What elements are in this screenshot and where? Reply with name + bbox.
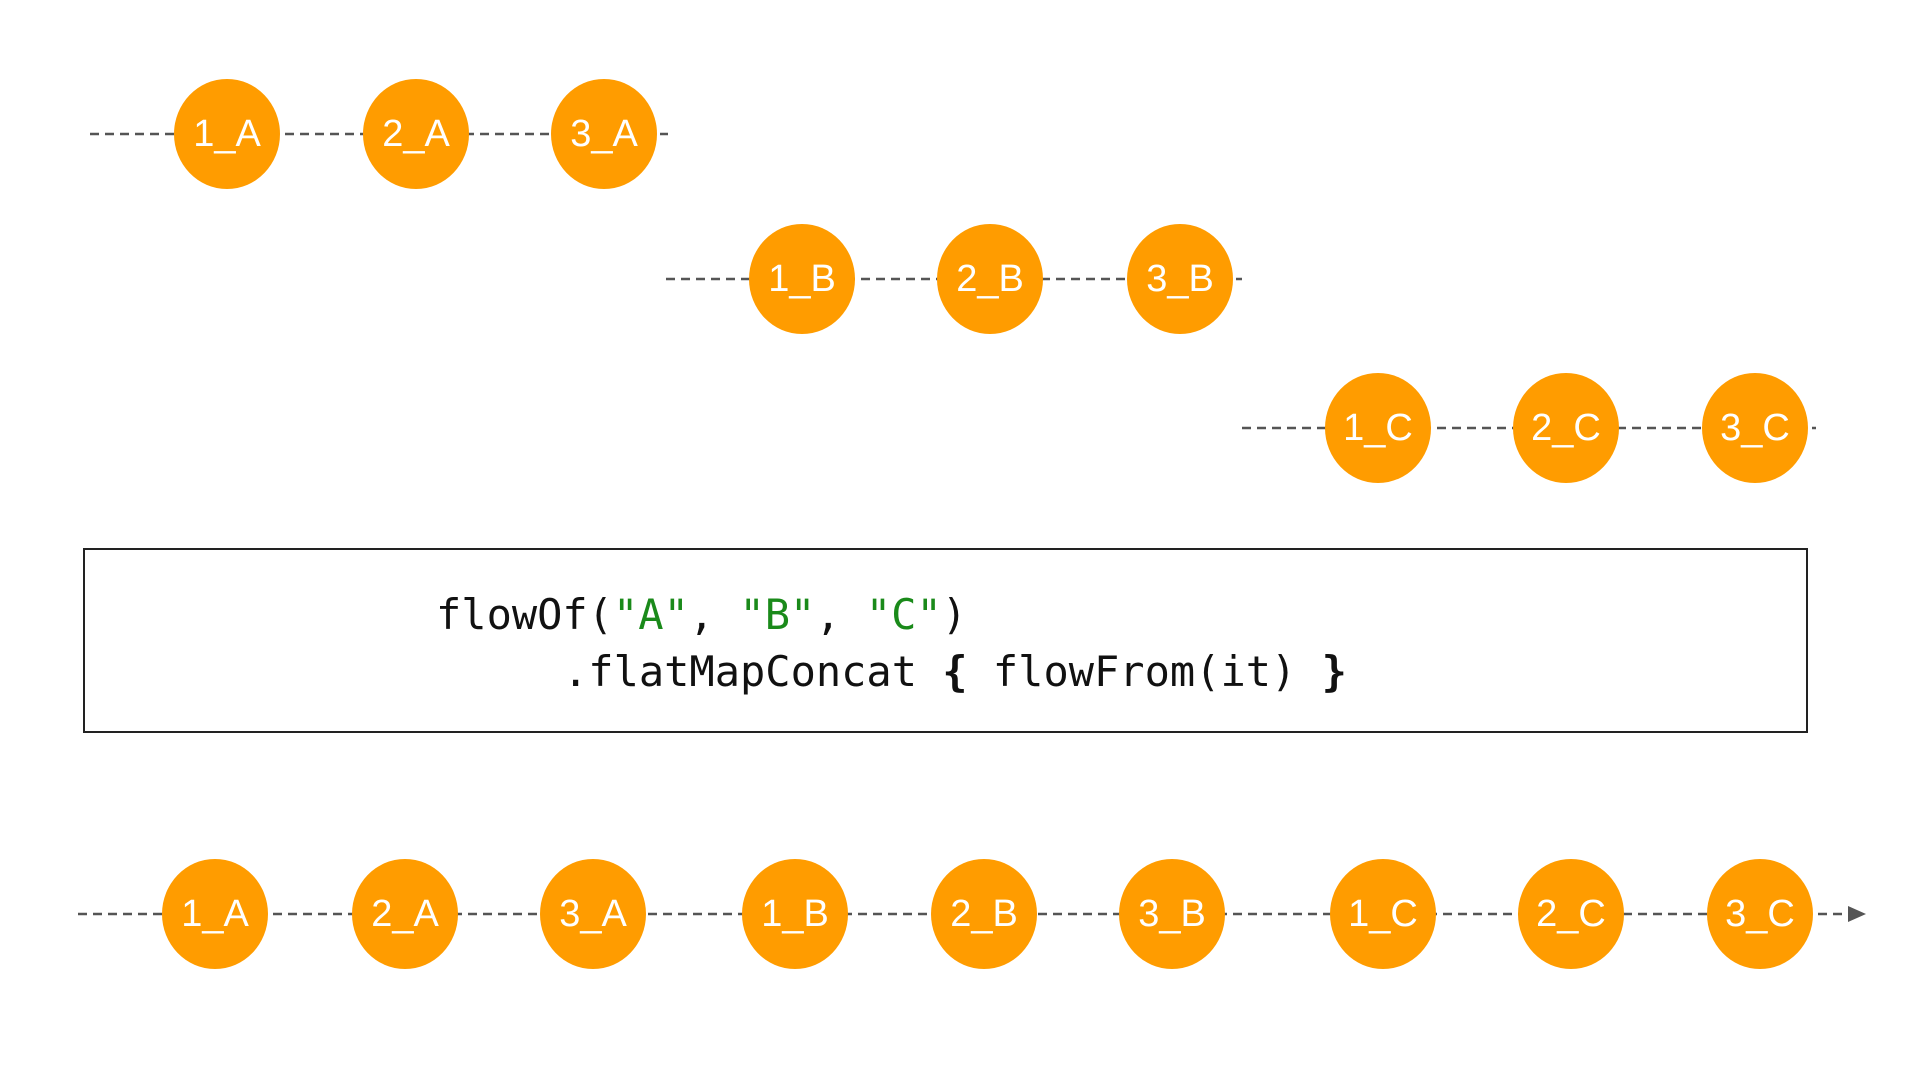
- marble: [937, 224, 1043, 334]
- marble: [1518, 859, 1624, 969]
- marble-label: 2_B: [950, 893, 1018, 935]
- marble: [1702, 373, 1808, 483]
- marble-label: 1_A: [193, 113, 261, 155]
- marble-label: 1_B: [761, 893, 829, 935]
- marble-label: 1_C: [1343, 407, 1413, 449]
- marble: [162, 859, 268, 969]
- marble: [1513, 373, 1619, 483]
- marble-label: 2_A: [382, 113, 450, 155]
- code-line-2: .flatMapConcat { flowFrom(it) }: [563, 651, 1347, 693]
- marble: [540, 859, 646, 969]
- code-token: ): [941, 590, 968, 639]
- marble-label: 1_C: [1348, 893, 1418, 935]
- code-string: "B": [739, 590, 816, 639]
- code-brace: }: [1321, 647, 1347, 696]
- operator-code-box: [83, 548, 1808, 733]
- marble-label: 2_B: [956, 258, 1024, 300]
- code-string: "A": [613, 590, 689, 639]
- marble: [174, 79, 280, 189]
- marble-label: 2_C: [1531, 407, 1601, 449]
- marble-label: 3_A: [570, 113, 638, 155]
- marble: [352, 859, 458, 969]
- marble-label: 2_C: [1536, 893, 1606, 935]
- marble: [551, 79, 657, 189]
- code-brace: {: [942, 647, 968, 696]
- marble-label: 2_A: [371, 893, 439, 935]
- marble-label: 3_C: [1720, 407, 1790, 449]
- marble-label: 3_B: [1138, 893, 1206, 935]
- marble-label: 3_B: [1146, 258, 1214, 300]
- marble: [1707, 859, 1813, 969]
- code-string: "C": [865, 590, 942, 639]
- arrow-head-icon: [1848, 906, 1866, 922]
- code-token: flowOf(: [436, 590, 614, 639]
- marble: [1119, 859, 1225, 969]
- marble-label: 1_B: [768, 258, 836, 300]
- code-token: flowFrom(it): [967, 647, 1322, 696]
- marble: [742, 859, 848, 969]
- marble: [931, 859, 1037, 969]
- marble: [1127, 224, 1233, 334]
- code-line-1: flowOf("A", "B", "C"): [436, 594, 967, 636]
- code-token: ,: [815, 590, 866, 639]
- marble: [1325, 373, 1431, 483]
- marble-label: 3_C: [1725, 893, 1795, 935]
- code-token: .flatMapConcat: [563, 647, 943, 696]
- code-token: ,: [688, 590, 740, 639]
- marble: [749, 224, 855, 334]
- marble-label: 3_A: [559, 893, 627, 935]
- marble: [1330, 859, 1436, 969]
- marble: [363, 79, 469, 189]
- marble-label: 1_A: [181, 893, 249, 935]
